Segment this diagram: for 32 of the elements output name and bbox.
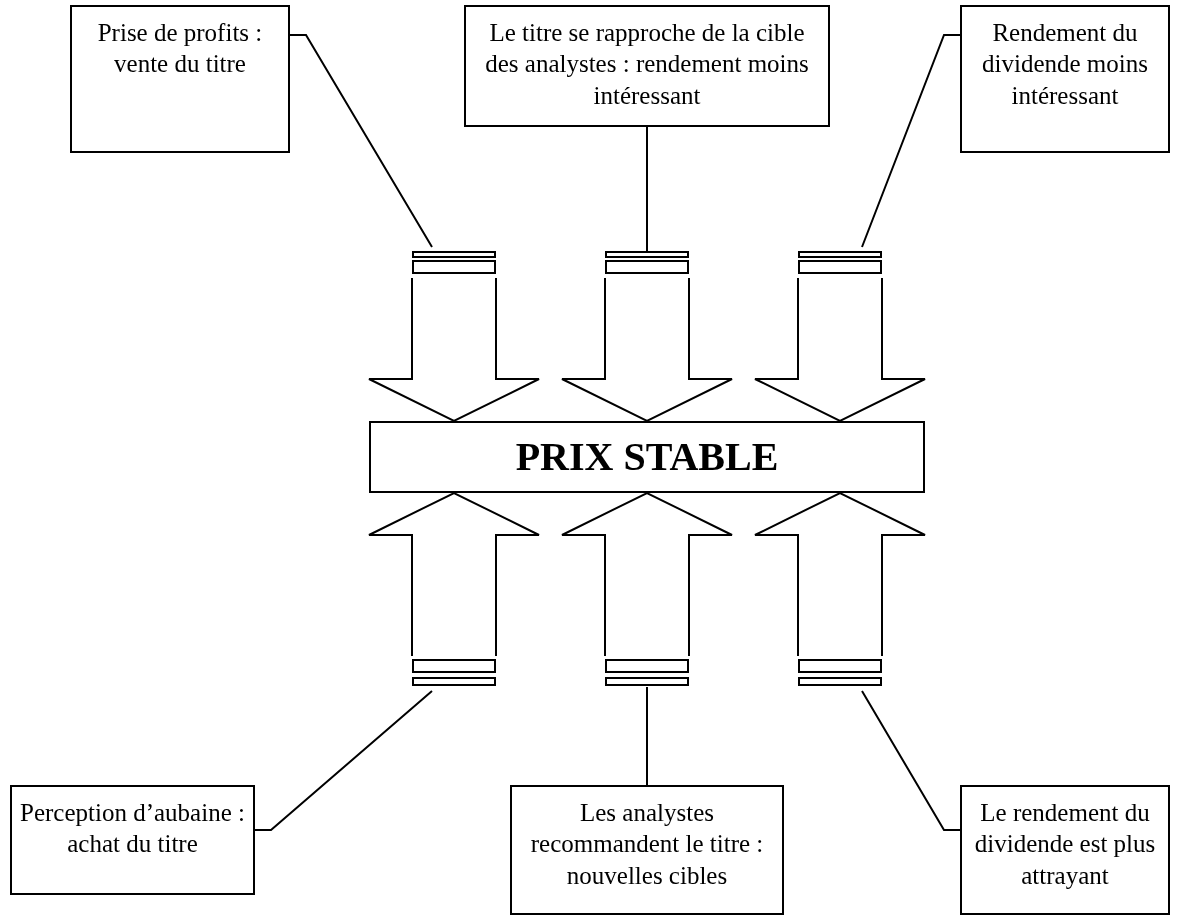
leader-line — [646, 126, 648, 252]
double-bar — [798, 659, 882, 687]
block-arrow — [561, 277, 733, 423]
leader-line — [646, 686, 648, 786]
double-bar — [798, 251, 882, 275]
block-arrow — [368, 277, 540, 423]
box-text: Le rendement du dividende est plus attrayant — [973, 798, 1157, 891]
text-box — [510, 785, 784, 915]
box-text: Perception d’aubaine : achat du titre — [20, 798, 245, 860]
text-box — [960, 785, 1170, 915]
box-text: PRIX STABLE — [515, 433, 779, 481]
box-text: Rendement du dividende moins intéressant — [981, 18, 1149, 111]
block-arrow — [754, 491, 926, 657]
block-arrow — [754, 277, 926, 423]
leader-line — [861, 690, 961, 831]
leader-line — [254, 690, 433, 831]
double-bar — [605, 659, 689, 687]
double-bar — [605, 251, 689, 275]
block-arrow — [368, 491, 540, 657]
block-arrow — [561, 491, 733, 657]
box-text: Les analystes recommandent le titre : nouvelles cibles — [529, 798, 765, 891]
box-text: Le titre se rapproche de la cible des analystes : rendement moins intéressant — [484, 18, 810, 111]
leader-line — [289, 34, 433, 248]
double-bar — [412, 659, 496, 687]
text-box — [10, 785, 255, 895]
title-box — [369, 421, 925, 493]
double-bar — [412, 251, 496, 275]
box-text: Prise de profits : vente du titre — [96, 18, 264, 80]
text-box — [464, 5, 830, 127]
text-box — [70, 5, 290, 153]
leader-line — [861, 34, 961, 248]
text-box — [960, 5, 1170, 153]
